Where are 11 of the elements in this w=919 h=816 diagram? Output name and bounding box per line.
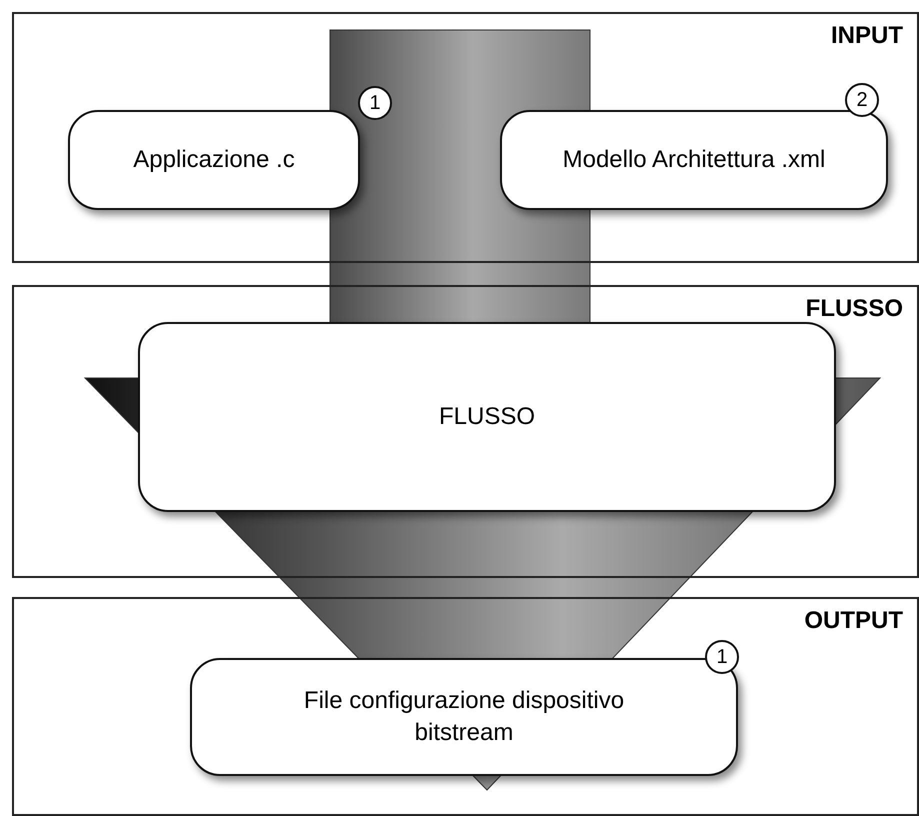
number-circle: 1	[705, 640, 739, 674]
section-panel	[12, 12, 919, 263]
section-heading: OUTPUT	[804, 607, 903, 635]
rounded-box: Modello Architettura .xml	[500, 110, 888, 210]
rounded-box: Applicazione .c	[68, 110, 360, 210]
section-panel	[12, 597, 919, 816]
number-circle: 2	[845, 83, 879, 117]
section-heading: FLUSSO	[806, 295, 903, 323]
rounded-box: FLUSSO	[138, 322, 836, 512]
section-heading: INPUT	[831, 22, 903, 50]
section-panel	[12, 285, 919, 578]
